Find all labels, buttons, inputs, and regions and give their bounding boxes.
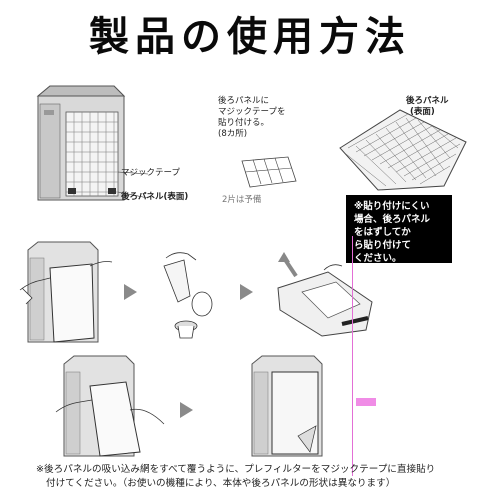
note-line: をはずしてか bbox=[354, 227, 411, 238]
bottom-note-line: 付けてください。（お使いの機種により、本体や後ろパネルの形状は異なります） bbox=[46, 478, 396, 489]
tape-instruction-line: (8カ所) bbox=[218, 129, 248, 139]
back-panel-label-left: 後ろパネル(表面) bbox=[121, 192, 189, 202]
magic-tape-strip-illustration bbox=[241, 156, 297, 188]
note-line: 場合、後ろパネル bbox=[354, 214, 431, 225]
tape-instruction-line: 後ろパネルに bbox=[218, 96, 270, 106]
back-panel-grid-illustration bbox=[339, 109, 467, 191]
step-arrow-icon bbox=[180, 402, 193, 418]
step1-purifier-filter-illustration bbox=[19, 241, 113, 343]
note-box: ※貼り付けにくい 場合、後ろパネル をはずしてか ら貼り付けて ください。 bbox=[346, 195, 452, 264]
purifier-back-illustration bbox=[36, 85, 149, 201]
magic-tape-label: マジックテープ bbox=[121, 168, 180, 178]
back-panel-label-right: 後ろパネル (表面) bbox=[406, 96, 449, 118]
bottom-note: ※後ろパネルの吸い込み網をすべて覆うように、プレフィルターをマジックテープに直接… bbox=[36, 463, 476, 491]
step-arrow-icon bbox=[240, 284, 253, 300]
tape-instruction-line: マジックテープを bbox=[218, 107, 286, 117]
accent-guide-tag bbox=[356, 398, 376, 406]
step-arrow-icon bbox=[124, 284, 137, 300]
step4-purifier-filter-illustration bbox=[55, 355, 165, 457]
spare-note: 2片は予備 bbox=[222, 195, 262, 205]
tape-instruction-line: 貼り付ける。 bbox=[218, 118, 270, 128]
accent-guide-line bbox=[352, 236, 353, 476]
note-line: ください。 bbox=[354, 253, 402, 264]
note-line: ら貼り付けて bbox=[354, 240, 412, 251]
bottom-note-line: ※後ろパネルの吸い込み網をすべて覆うように、プレフィルターをマジックテープに直接… bbox=[36, 464, 436, 475]
back-panel-label-right-line: 後ろパネル bbox=[406, 96, 449, 106]
step2-filter-hand-illustration bbox=[163, 252, 213, 339]
step5-purifier-covered-illustration bbox=[251, 355, 323, 457]
page-title: 製品の使用方法 bbox=[89, 13, 411, 60]
tape-instructions: 後ろパネルに マジックテープを 貼り付ける。 (8カ所) bbox=[218, 96, 286, 140]
back-panel-label-right-line: (表面) bbox=[410, 107, 435, 117]
step3-panel-peel-illustration bbox=[277, 252, 373, 337]
note-line: ※貼り付けにくい bbox=[354, 201, 430, 212]
